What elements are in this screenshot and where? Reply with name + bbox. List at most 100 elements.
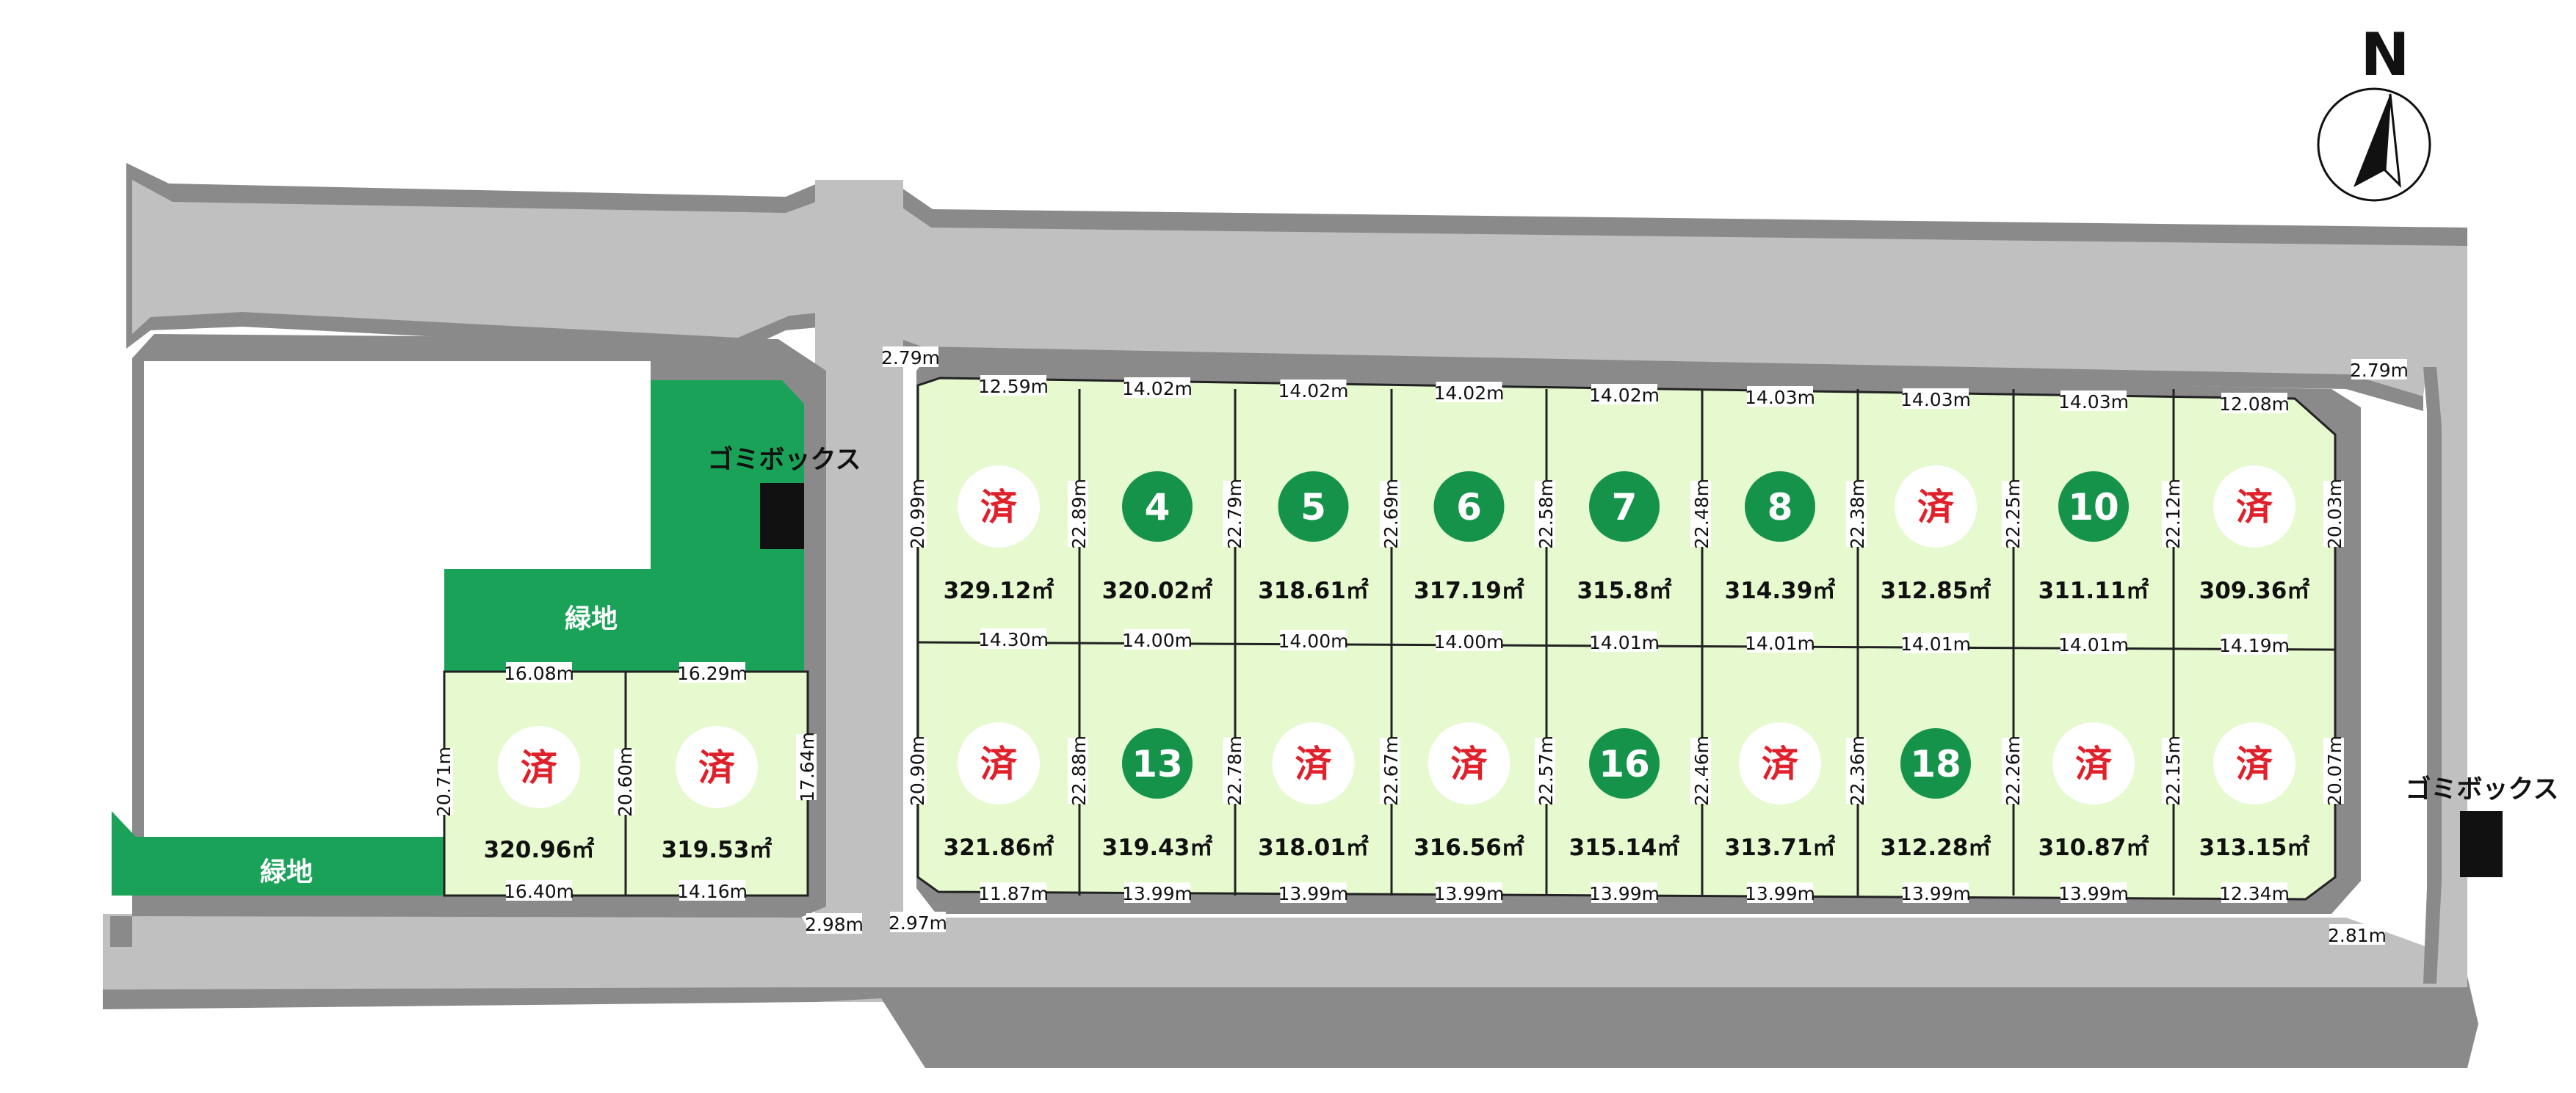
lot-marker[interactable]: 18 xyxy=(1900,728,1971,799)
road-middle xyxy=(815,180,903,1002)
compass-needle-icon xyxy=(2354,94,2390,187)
dimension-text: 14.00m xyxy=(1434,631,1505,653)
sold-badge xyxy=(2213,465,2295,548)
dimension-text: 13.99m xyxy=(1745,883,1815,904)
dimension-text: 2.98m xyxy=(805,914,864,935)
dimension-text: 14.03m xyxy=(1745,387,1815,408)
lot-number: 18 xyxy=(1910,743,1961,785)
dimension-label: 20.90m xyxy=(906,736,928,806)
lot-marker[interactable]: 5 xyxy=(1278,471,1349,542)
dimension-label: 22.67m xyxy=(1380,736,1402,806)
sold-label: 済 xyxy=(698,747,736,789)
lot-area: 309.36㎡ xyxy=(2199,578,2310,604)
dimension-label: 11.87m xyxy=(978,882,1049,904)
lot-number-badge xyxy=(1745,471,1815,542)
lot-marker[interactable]: 済 xyxy=(498,726,580,808)
dimension-bg xyxy=(1280,380,1347,400)
dimension-label: 14.19m xyxy=(2219,634,2290,656)
dimension-label: 20.03m xyxy=(2323,479,2345,549)
dimension-label: 2.98m xyxy=(805,913,864,935)
road-east-surface xyxy=(2436,367,2467,984)
lot-marker[interactable]: 済 xyxy=(958,722,1040,805)
lot-area: 319.43㎡ xyxy=(1102,835,1213,861)
dimension-text: 14.02m xyxy=(1434,382,1505,404)
dimension-bg xyxy=(1436,882,1502,903)
dimension-label: 13.99m xyxy=(1745,882,1815,904)
dimension-text: 14.01m xyxy=(1589,632,1660,653)
lot-number-badge xyxy=(1433,471,1505,542)
lot-marker[interactable]: 済 xyxy=(1272,722,1355,805)
lot-marker[interactable]: 済 xyxy=(2213,465,2295,548)
lot-number: 6 xyxy=(1456,486,1482,529)
lot-marker[interactable]: 済 xyxy=(1428,722,1510,805)
dimension-bg xyxy=(1068,738,1088,804)
lot-marker[interactable]: 6 xyxy=(1433,471,1505,542)
dimension-bg xyxy=(883,346,938,367)
dimension-text: 14.30m xyxy=(978,629,1049,650)
road-north-surface xyxy=(132,180,2467,396)
lot-area: 315.14㎡ xyxy=(1569,835,1680,861)
dimension-label: 22.26m xyxy=(2002,736,2024,806)
green-space-north xyxy=(444,380,804,672)
dimension-bg xyxy=(1280,882,1347,903)
dimension-text: 2.79m xyxy=(2350,360,2409,381)
dimension-label: 2.79m xyxy=(2350,359,2409,381)
lot-marker[interactable]: 16 xyxy=(1589,728,1660,799)
sold-label: 済 xyxy=(2236,486,2273,529)
dimension-label: 14.01m xyxy=(1900,633,1971,655)
dimension-label: 14.02m xyxy=(1434,382,1505,404)
dimension-bg xyxy=(906,738,927,804)
dimension-bg xyxy=(506,880,572,901)
dimension-text: 14.00m xyxy=(1278,631,1349,652)
lot-marker[interactable]: 8 xyxy=(1745,471,1815,542)
dimension-bg xyxy=(980,628,1046,649)
dimension-bg xyxy=(1535,481,1555,547)
lot-area: 314.39㎡ xyxy=(1725,578,1836,604)
lot-marker[interactable]: 4 xyxy=(1122,471,1193,542)
lot-marker[interactable]: 済 xyxy=(676,726,758,808)
dimension-bg xyxy=(2061,882,2127,903)
dimension-text: 22.46m xyxy=(1691,736,1712,806)
dimension-text: 17.64m xyxy=(797,732,818,802)
lot-marker[interactable]: 済 xyxy=(2213,722,2295,805)
sold-badge xyxy=(1428,722,1510,805)
dimension-label: 20.60m xyxy=(614,747,636,817)
lot-marker[interactable]: 13 xyxy=(1122,728,1193,799)
lot-marker[interactable]: 済 xyxy=(1739,722,1821,805)
dimension-bg xyxy=(2221,882,2287,903)
dimension-text: 14.01m xyxy=(1745,633,1815,654)
dimension-bg xyxy=(2162,481,2182,547)
dimension-bg xyxy=(2002,481,2022,547)
dimension-label: 12.08m xyxy=(2219,393,2290,415)
lot-marker[interactable]: 済 xyxy=(2052,722,2135,805)
dimension-text: 22.69m xyxy=(1381,479,1402,549)
lot-area: 312.28㎡ xyxy=(1881,835,1991,861)
dimension-text: 2.97m xyxy=(889,912,947,934)
dimension-label: 22.78m xyxy=(1223,736,1245,806)
dimension-label: 22.15m xyxy=(2162,736,2184,806)
lot-area: 311.11㎡ xyxy=(2038,578,2149,604)
lot-number: 16 xyxy=(1599,743,1650,785)
dimension-bg xyxy=(796,734,817,800)
sold-badge xyxy=(958,722,1040,805)
dimension-text: 13.99m xyxy=(1434,883,1505,904)
dimension-label: 14.00m xyxy=(1278,630,1349,652)
lot-marker[interactable]: 済 xyxy=(1895,465,1977,548)
dimension-label: 14.03m xyxy=(1900,388,1971,410)
lot-marker[interactable]: 10 xyxy=(2058,471,2129,542)
dimension-label: 14.00m xyxy=(1434,631,1505,653)
dimension-label: 20.99m xyxy=(906,479,928,549)
dimension-label: 22.36m xyxy=(1846,736,1868,806)
lot-number: 5 xyxy=(1300,486,1326,529)
dimension-text: 22.36m xyxy=(1847,736,1868,806)
dimension-bg xyxy=(1747,632,1813,653)
sold-label: 済 xyxy=(2075,743,2113,785)
lot-marker[interactable]: 済 xyxy=(958,465,1040,548)
dimension-bg xyxy=(2002,738,2022,804)
dimension-text: 14.02m xyxy=(1122,378,1193,399)
dimension-label: 22.69m xyxy=(1380,479,1402,549)
lot-marker[interactable]: 7 xyxy=(1589,471,1660,542)
green-space-label-south: 緑地 xyxy=(260,857,313,887)
sold-label: 済 xyxy=(2236,743,2273,785)
dimension-text: 12.34m xyxy=(2219,883,2290,904)
